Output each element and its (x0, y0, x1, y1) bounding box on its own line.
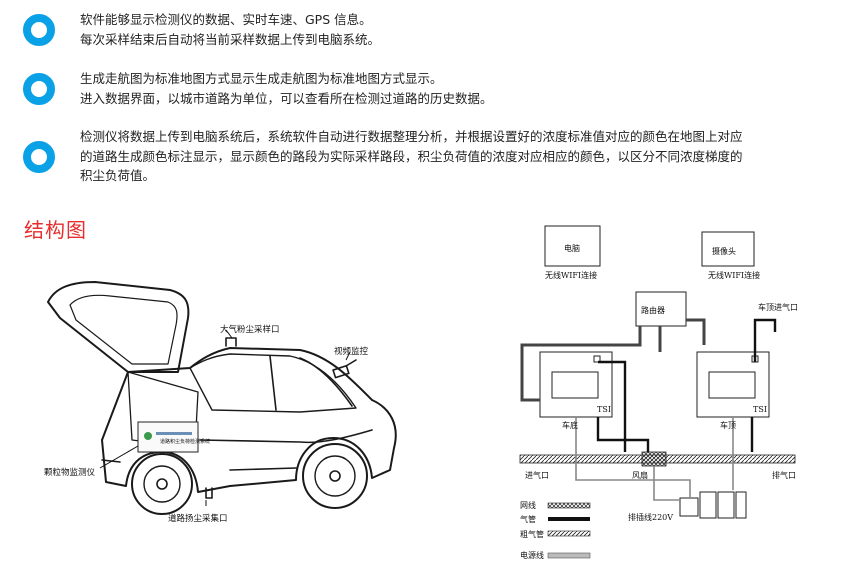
feature-line: 检测仪将数据上传到电脑系统后，系统软件自动进行数据整理分析，并根据设置好的浓度标… (80, 129, 743, 144)
camera-label: 摄像头 (712, 247, 736, 256)
bullet-ring-icon (23, 73, 55, 105)
device-box-text: 道路积尘负荷检测系统 (160, 439, 211, 445)
feature-line: 软件能够显示检测仪的数据、实时车速、GPS 信息。 (80, 12, 372, 27)
label-air-sampling-port: 大气粉尘采样口 (220, 325, 280, 335)
legend-power-line: 电源线 (520, 551, 544, 560)
feature-line: 的道路生成颜色标注显示，显示颜色的路段为实际采样路段，积尘负荷值的浓度对应相应的… (80, 148, 743, 164)
fan-label: 风扇 (632, 471, 648, 480)
legend-network: 网线 (520, 501, 536, 510)
feature-paragraph-3: 检测仪将数据上传到电脑系统后，系统软件自动进行数据整理分析，并根据设置好的浓度标… (80, 127, 743, 186)
bullet-ring-icon (23, 141, 55, 173)
bullet-ring-icon (23, 14, 55, 46)
inlet-label: 进气口 (525, 471, 549, 480)
feature-line: 生成走航图为标准地图方式显示生成走航图为标准地图方式显示。 (80, 71, 443, 86)
roof-label: 车顶 (720, 421, 736, 430)
roof-inlet-label: 车顶进气口 (758, 303, 798, 312)
bottom-label: 车底 (562, 421, 578, 430)
tsi-left-label: TSI (597, 405, 611, 414)
legend-thick-tube: 粗气管 (520, 530, 544, 539)
feature-paragraph-2: 生成走航图为标准地图方式显示生成走航图为标准地图方式显示。 进入数据界面，以城市… (80, 69, 493, 108)
router-label: 路由器 (641, 306, 665, 315)
feature-line: 进入数据界面，以城市道路为单位，可以查看所在检测过道路的历史数据。 (80, 90, 493, 106)
section-title: 结构图 (24, 218, 87, 242)
label-road-sampling-port: 道路扬尘采集口 (168, 514, 228, 524)
feature-paragraph-1: 软件能够显示检测仪的数据、实时车速、GPS 信息。 每次采样结束后自动将当前采样… (80, 10, 380, 49)
computer-caption: 无线WIFI连接 (545, 271, 598, 280)
label-particle-monitor: 颗粒物监测仪 (44, 468, 96, 478)
feature-line: 积尘负荷值。 (80, 168, 156, 183)
legend-air-tube: 气管 (520, 515, 536, 524)
power-strip-label: 排插线220V (628, 513, 674, 522)
outlet-label: 排气口 (772, 471, 796, 480)
label-video-monitoring: 视频监控 (334, 347, 369, 357)
tsi-right-label: TSI (753, 405, 767, 414)
computer-label: 电脑 (564, 244, 580, 253)
camera-caption: 无线WIFI连接 (708, 271, 761, 280)
feature-line: 每次采样结束后自动将当前采样数据上传到电脑系统。 (80, 31, 381, 47)
